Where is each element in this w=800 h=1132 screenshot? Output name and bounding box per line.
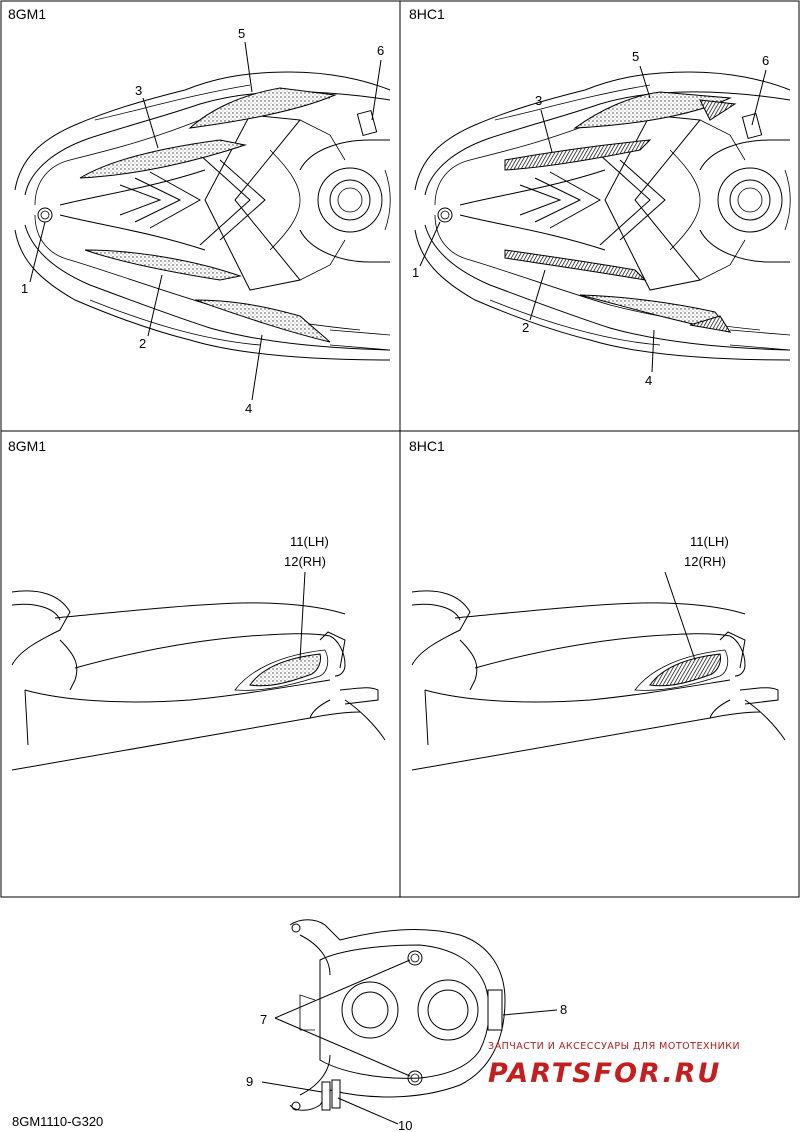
panel-model-label: 8HC1 <box>409 438 445 454</box>
callouts-8gm1-side: 11(LH) 12(RH) <box>284 534 329 661</box>
callout-1: 1 <box>412 265 419 280</box>
hood-top-view-8hc1 <box>414 71 791 361</box>
decal-6 <box>356 109 378 137</box>
diagram-code: 8GM1110-G320 <box>12 1114 103 1129</box>
callouts-8hc1-side: 11(LH) 12(RH) <box>664 534 729 661</box>
callout-4: 4 <box>245 401 252 416</box>
watermark-brand: PARTSFOR.RU <box>488 1058 721 1089</box>
callout-12: 12(RH) <box>684 554 726 569</box>
panel-model-label: 8GM1 <box>8 438 46 454</box>
callout-10: 10 <box>398 1118 412 1132</box>
decal-5 <box>573 91 732 129</box>
callout-2: 2 <box>139 336 146 351</box>
side-view-8hc1 <box>411 590 786 771</box>
partsfor-watermark: ЗАПЧАСТИ И АКСЕССУАРЫ ДЛЯ МОТОТЕХНИКИ PA… <box>488 1041 740 1089</box>
decal-2 <box>504 249 647 281</box>
callout-5: 5 <box>632 49 639 64</box>
hood-top-view-8gm1 <box>14 71 391 361</box>
panel-model-label: 8GM1 <box>8 6 46 22</box>
decal-3 <box>504 139 652 171</box>
callout-11: 11(LH) <box>290 534 329 549</box>
callout-6: 6 <box>377 43 384 58</box>
decal-11-12 <box>649 653 721 687</box>
rear-deck-view <box>289 919 506 1111</box>
callout-3: 3 <box>135 83 142 98</box>
decal-11-12 <box>249 653 321 687</box>
watermark-subtitle: ЗАПЧАСТИ И АКСЕССУАРЫ ДЛЯ МОТОТЕХНИКИ <box>488 1041 740 1052</box>
callout-4: 4 <box>645 373 652 388</box>
decal-2 <box>84 249 242 281</box>
callout-5: 5 <box>238 26 245 41</box>
decal-6 <box>741 112 763 140</box>
decal-4 <box>194 299 331 343</box>
callout-1: 1 <box>21 281 28 296</box>
callouts-8gm1-top: 1 2 3 4 5 6 <box>21 26 384 416</box>
decal-3 <box>79 139 247 179</box>
panel-model-label: 8HC1 <box>409 6 445 22</box>
decal-5 <box>188 87 337 129</box>
side-view-8gm1 <box>11 590 386 771</box>
callout-3: 3 <box>535 93 542 108</box>
callouts-8hc1-top: 1 2 3 4 5 6 <box>412 49 769 388</box>
callout-12: 12(RH) <box>284 554 326 569</box>
callout-8: 8 <box>560 1002 567 1017</box>
callout-7: 7 <box>260 1012 267 1027</box>
callout-11: 11(LH) <box>690 534 729 549</box>
callouts-rear: 7 8 9 10 <box>246 959 567 1132</box>
callout-2: 2 <box>522 320 529 335</box>
callout-6: 6 <box>762 53 769 68</box>
callout-9: 9 <box>246 1074 253 1089</box>
